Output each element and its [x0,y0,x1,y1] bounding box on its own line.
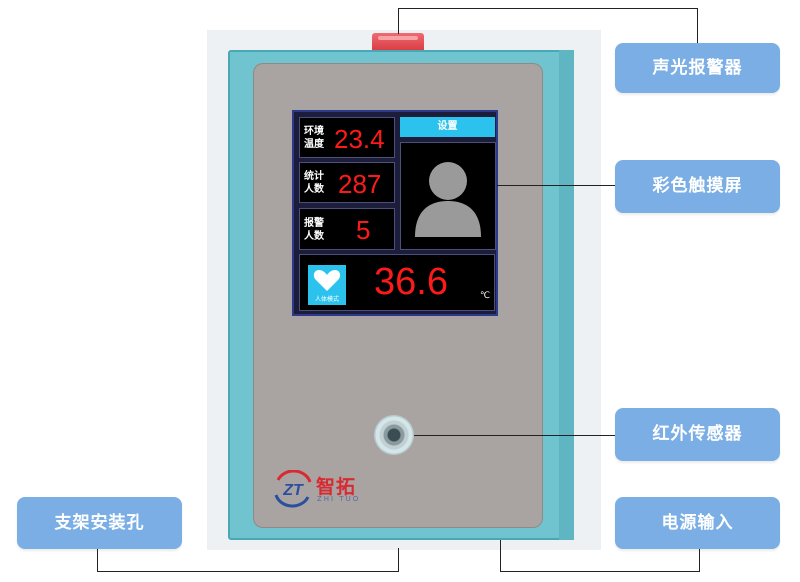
callout-ir-sensor: 红外传感器 [615,408,780,461]
leader-power-v2 [699,548,700,572]
leader-alarm-v1 [398,8,399,34]
leader-sensor [414,435,615,436]
mode-caption: 人体模式 [314,296,339,303]
leader-mount-h [97,571,399,572]
settings-button[interactable]: 设置 [400,117,495,137]
callout-mount-hole: 支架安装孔 [17,497,182,549]
face-capture-box [400,142,496,250]
leader-mount-v2 [398,548,399,572]
logo-mark: ZT [282,482,304,499]
callout-power-input: 电源输入 [615,497,780,549]
callout-alarm: 声光报警器 [615,43,780,93]
ir-sensor-lens [374,415,414,455]
logo-sub: ZHI TUO [317,495,361,503]
body-temp-value: 36.6 [374,261,448,303]
callout-touchscreen: 彩色触摸屏 [615,160,780,213]
temp-unit: ℃ [480,291,491,301]
leader-alarm-h [398,8,698,9]
alarm-count-cell: 报警 人数 5 [299,208,395,250]
alarm-label-1: 报警 [304,218,324,229]
heart-icon [313,270,341,291]
user-silhouette-icon [415,162,481,237]
count-cell: 统计 人数 287 [299,162,395,203]
leader-power-h [500,571,700,572]
leader-power-v1 [500,540,501,572]
leader-screen [497,185,615,186]
alarm-light [372,33,424,51]
body-mode-button[interactable]: 人体模式 [308,265,346,305]
count-label-1: 统计 [304,171,324,182]
leader-alarm-v2 [697,8,698,43]
count-label-2: 人数 [304,184,324,195]
alarm-count-value: 5 [356,215,371,245]
device-side [559,50,574,540]
body-temp-cell: 人体模式 36.6 ℃ [299,254,495,311]
leader-mount-v1 [97,549,98,571]
ambient-label-1: 环境 [304,126,324,137]
touch-screen[interactable]: 环境 温度 23.4 统计 人数 287 报警 人数 5 设置 人体模式 36.… [292,110,498,316]
zhituo-logo-icon: ZT [274,470,312,508]
count-value: 287 [338,169,382,199]
ambient-temp-value: 23.4 [334,124,385,154]
alarm-label-2: 人数 [304,231,324,242]
ambient-label-2: 温度 [304,139,324,150]
ambient-temp-cell: 环境 温度 23.4 [299,117,395,158]
logo-name: 智拓 [316,476,357,498]
